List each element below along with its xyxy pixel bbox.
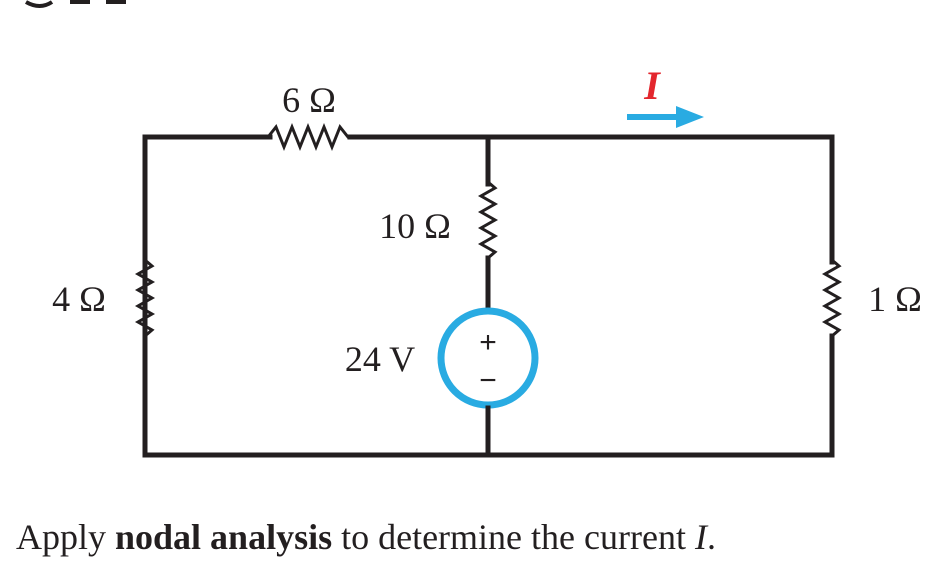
label-6-ohm: 6 Ω [282,80,336,120]
label-10-ohm: 10 Ω [379,206,451,246]
cropped-heading-fragment [25,0,126,8]
wire-top-right [347,134,835,265]
label-1-ohm: 1 Ω [868,279,922,319]
current-label: I [643,63,661,108]
resistor-6-ohm [266,122,352,152]
current-arrowhead-icon [676,106,704,128]
question-suffix: . [706,517,716,557]
label-4-ohm: 4 Ω [52,279,106,319]
question-prefix: Apply [16,517,115,557]
question-variable: I [694,517,707,557]
source-plus-sign: + [479,326,497,359]
question-middle: to determine the current [332,517,695,557]
question-text: Apply nodal analysis to determine the cu… [16,516,716,558]
resistor-10-ohm [477,180,499,260]
wire-top-left [142,134,273,458]
resistor-4-ohm [134,258,156,338]
question-emphasis: nodal analysis [115,517,333,557]
resistor-1-ohm [821,258,843,338]
voltage-source-24v [437,307,539,409]
source-minus-sign: − [479,364,497,397]
label-24-volt: 24 V [345,339,415,379]
